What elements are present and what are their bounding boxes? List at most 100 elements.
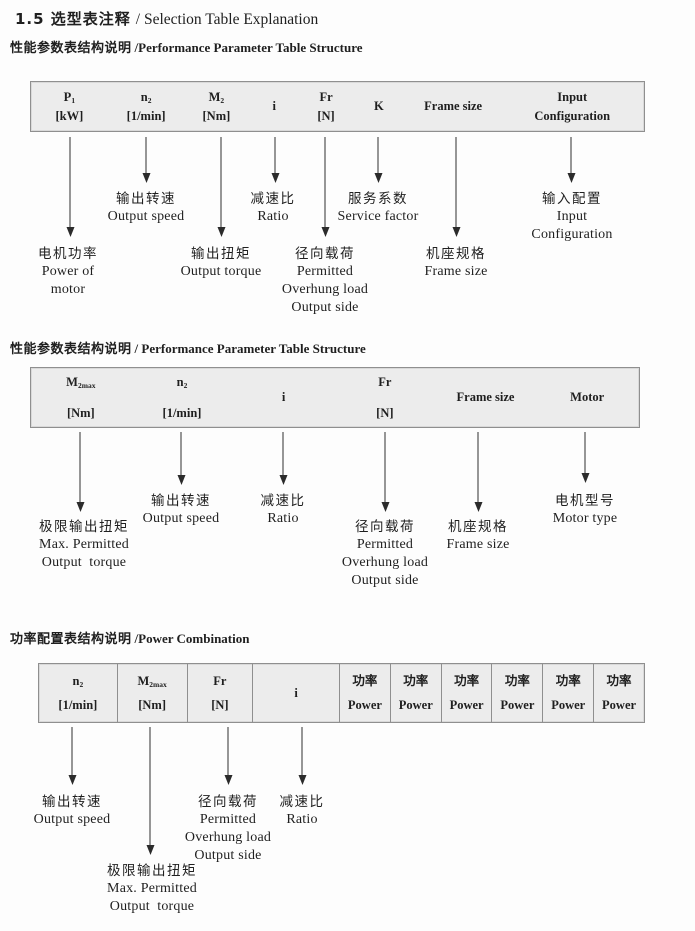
arrow-t3-n2	[68, 727, 77, 785]
arrow-t3-fr	[224, 727, 233, 785]
label-line: Motor type	[552, 511, 618, 526]
label-output-torque: 输出扭矩 Output torque	[181, 245, 262, 281]
label-line: Input	[556, 209, 588, 224]
label-line: Ratio	[267, 511, 299, 526]
table2-col-m2max: M2max [Nm]	[66, 374, 96, 420]
table1-col-fr: Fr [N]	[317, 90, 335, 123]
label-line: Output torque	[41, 555, 127, 570]
table2-col-motor: Motor	[570, 390, 605, 405]
label-line: 输入配置	[542, 191, 602, 207]
table1-col-n2: n2 [1/min]	[126, 89, 166, 123]
arrow-t1-frame-size	[452, 137, 461, 237]
label-output-speed: 输出转速 Output speed	[143, 492, 220, 528]
label-line: Power of	[41, 264, 95, 279]
label-line: 径向载荷	[197, 794, 258, 810]
arrow-t2-n2	[177, 432, 186, 485]
table1-col-frame-size: Frame size	[424, 99, 483, 114]
label-line: 减速比	[260, 493, 306, 509]
arrow-t2-frame-size	[474, 432, 483, 512]
label-line: Permitted	[356, 537, 414, 552]
arrow-t1-p1	[66, 137, 75, 237]
table3-col-power-3: 功率 Power	[442, 664, 493, 722]
label-line: Output torque	[180, 264, 262, 279]
label-line: Service factor	[337, 209, 419, 224]
arrow-t1-i	[271, 137, 280, 183]
label-output-speed: 输出转速 Output speed	[34, 793, 111, 829]
label-line: Overhung load	[184, 830, 272, 845]
label-line: 极限输出扭矩	[107, 863, 197, 879]
label-line: Permitted	[199, 812, 257, 827]
table3-col-power-4: 功率 Power	[492, 664, 544, 722]
label-line: 输出扭矩	[190, 246, 251, 262]
page-title-en: / Selection Table Explanation	[135, 11, 319, 28]
table2-col-frame-size: Frame size	[456, 390, 515, 405]
table3-col-m2max: M2max [Nm]	[118, 664, 188, 722]
label-line: 输出转速	[115, 191, 176, 207]
table2-performance-parameters: M2max [Nm] n2 [1/min] i Fr [N] Frame siz…	[30, 367, 640, 428]
label-line: Ratio	[257, 209, 289, 224]
page-title-zh: 1.5 选型表注释	[15, 10, 131, 28]
table1-col-input-configuration: Input Configuration	[534, 90, 611, 123]
label-line: Ratio	[286, 812, 318, 827]
label-line: Permitted	[296, 264, 354, 279]
label-line: 径向载荷	[294, 246, 355, 262]
table2-col-i: i	[281, 390, 286, 405]
label-line: Output side	[194, 848, 262, 863]
table1-col-k: K	[374, 99, 384, 114]
table1-col-m2: M2 [Nm]	[202, 89, 231, 123]
label-line: 减速比	[250, 191, 296, 207]
label-line: motor	[50, 282, 86, 297]
label-line: Output torque	[109, 899, 195, 914]
label-ratio: 减速比 Ratio	[261, 492, 306, 528]
label-line: 输出转速	[41, 794, 102, 810]
label-line: Output speed	[33, 812, 111, 827]
label-line: Max. Permitted	[107, 881, 197, 896]
table3-col-i: i	[253, 664, 340, 722]
label-line: Output side	[291, 300, 359, 315]
table1-col-p1: P1 [kW]	[55, 89, 84, 123]
table3-col-fr: Fr [N]	[188, 664, 254, 722]
label-line: Output speed	[107, 209, 185, 224]
table3-power-combination: n2 [1/min] M2max [Nm] Fr [N] i 功率 Power …	[38, 663, 645, 723]
table3-col-power-6: 功率 Power	[602, 674, 637, 712]
arrow-t1-n2	[142, 137, 151, 183]
label-line: 极限输出扭矩	[39, 519, 129, 535]
table1-col-i: i	[272, 99, 276, 114]
arrow-t1-input-configuration	[567, 137, 576, 183]
table3-col-power-2: 功率 Power	[391, 664, 442, 722]
arrow-t2-i	[279, 432, 288, 485]
table3-col-n2: n2 [1/min]	[39, 664, 118, 722]
arrow-t2-fr	[381, 432, 390, 512]
section1-heading: 性能参数表结构说明/Performance Parameter Table St…	[10, 40, 363, 56]
arrow-t3-m2max	[146, 727, 155, 855]
label-line: Max. Permitted	[39, 537, 129, 552]
label-line: 输出转速	[150, 493, 211, 509]
label-ratio: 减速比 Ratio	[251, 190, 296, 226]
label-line: 机座规格	[426, 246, 486, 262]
label-line: Output speed	[142, 511, 220, 526]
arrow-t1-fr	[321, 137, 330, 237]
label-line: Overhung load	[341, 555, 429, 570]
arrow-t1-k	[374, 137, 383, 183]
arrow-t3-i	[298, 727, 307, 785]
arrow-t2-m2max	[76, 432, 85, 512]
label-line: Output side	[351, 573, 419, 588]
label-output-speed: 输出转速 Output speed	[108, 190, 185, 226]
label-line: 机座规格	[448, 519, 508, 535]
table3-col-power-1: 功率 Power	[340, 664, 391, 722]
table1-performance-parameters: P1 [kW] n2 [1/min] M2 [Nm] i Fr [N] K Fr…	[30, 81, 645, 132]
table2-col-n2: n2 [1/min]	[162, 374, 202, 420]
arrow-t2-motor	[581, 432, 590, 483]
label-line: Overhung load	[281, 282, 369, 297]
section2-heading: 性能参数表结构说明/ Performance Parameter Table S…	[10, 341, 366, 357]
